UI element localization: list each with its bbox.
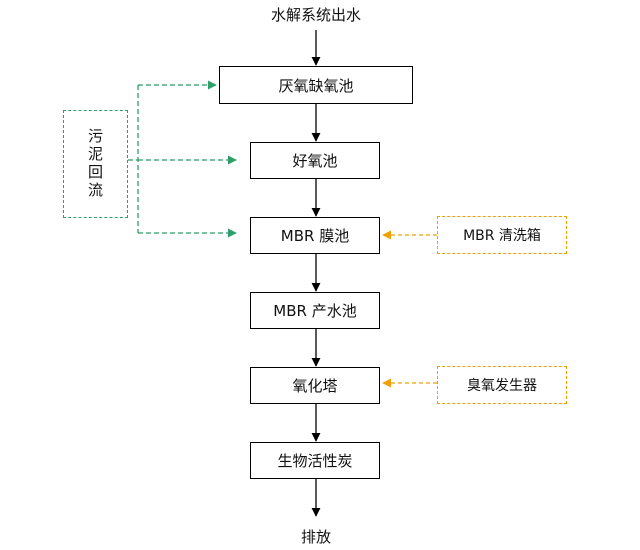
- sludge-return-label: 污泥回流: [86, 128, 104, 200]
- step-mbr-product-tank: MBR 产水池: [250, 292, 380, 329]
- step-aerobic-tank: 好氧池: [250, 142, 380, 179]
- mbr-cleaning-tank-box: MBR 清洗箱: [437, 216, 567, 254]
- step-mbr-tank: MBR 膜池: [250, 217, 380, 254]
- output-label: 排放: [300, 528, 331, 546]
- step-anoxic-tank: 厌氧缺氧池: [219, 66, 413, 104]
- sludge-return-box: 污泥回流: [63, 110, 128, 218]
- input-label: 水解系统出水: [270, 6, 361, 24]
- step-oxidation-tower: 氧化塔: [250, 367, 380, 404]
- ozone-generator-box: 臭氧发生器: [437, 366, 567, 404]
- step-bioactive-carbon: 生物活性炭: [250, 442, 380, 479]
- sludge-return-lines: [128, 80, 237, 238]
